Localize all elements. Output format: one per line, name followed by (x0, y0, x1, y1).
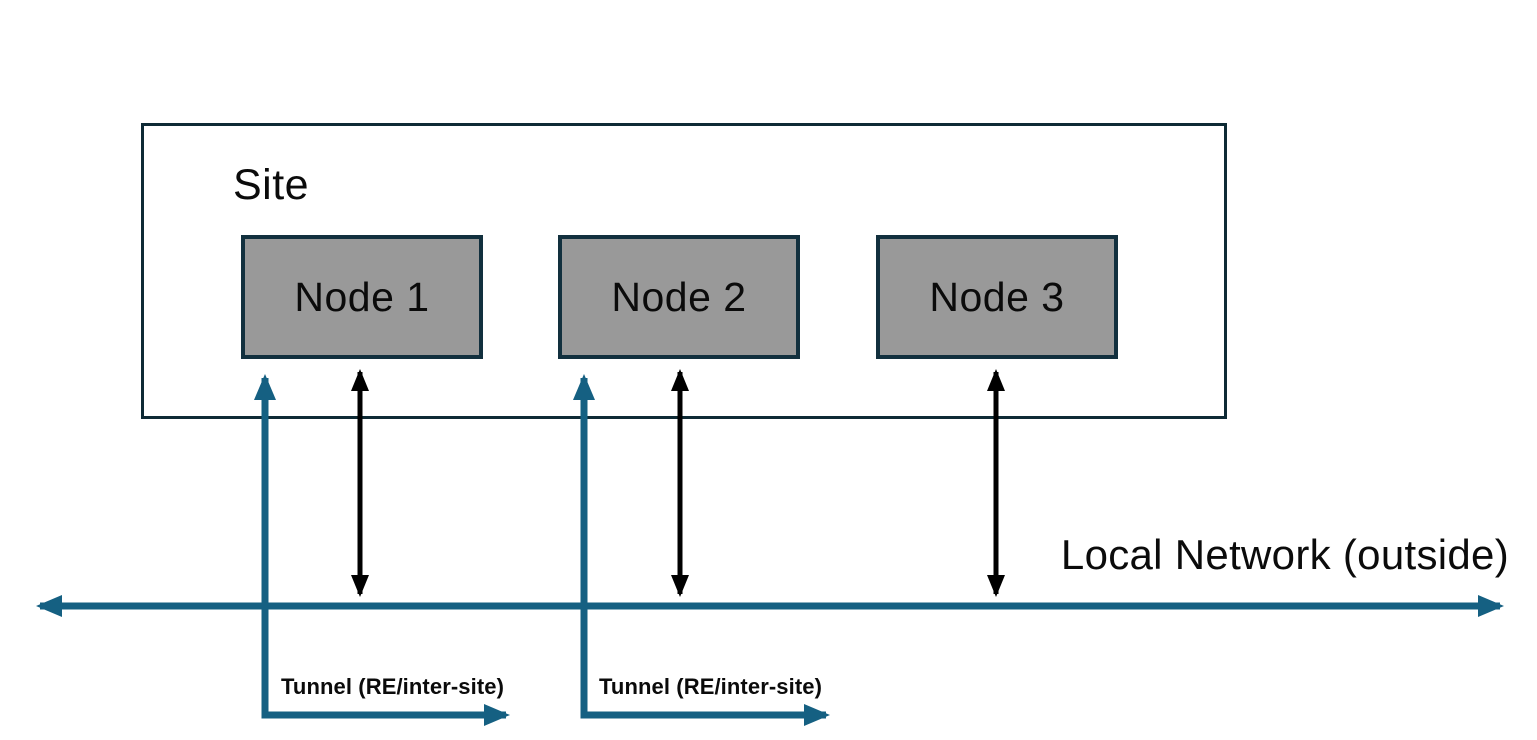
node-box-2: Node 2 (558, 235, 800, 359)
node-label-2: Node 2 (611, 273, 747, 320)
site-label: Site (233, 161, 310, 209)
node-label-3: Node 3 (929, 273, 1065, 320)
tunnel2-arrow (573, 374, 830, 726)
tunnel-label-2: Tunnel (RE/inter-site) (599, 674, 823, 699)
node-box-1: Node 1 (241, 235, 483, 359)
tunnel1-arrow (254, 374, 510, 726)
local-network-label: Local Network (outside) (1060, 531, 1509, 578)
tunnel-label-1: Tunnel (RE/inter-site) (281, 674, 505, 699)
node-box-3: Node 3 (876, 235, 1118, 359)
node-label-1: Node 1 (294, 273, 430, 320)
